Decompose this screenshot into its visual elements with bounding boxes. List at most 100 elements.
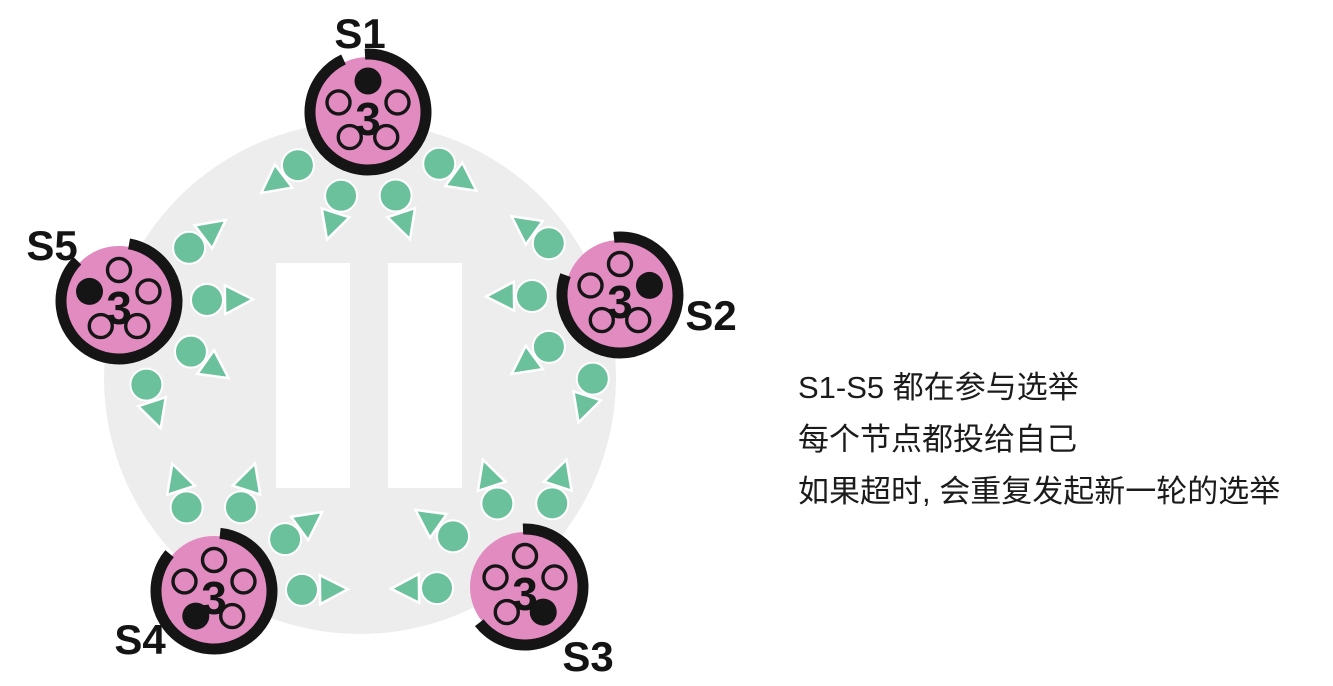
- message-ball-icon: [284, 572, 319, 607]
- message-arrowhead-icon: [571, 389, 604, 426]
- node-s5-vote-slot: [87, 312, 114, 340]
- node-s1-self-vote-dot: [354, 67, 382, 95]
- vote-request-message-s2-to-s3: [571, 361, 610, 426]
- message-arrowhead-icon: [192, 218, 228, 251]
- node-s1-vote-slot: [384, 89, 411, 116]
- message-arrowhead-icon: [413, 508, 449, 541]
- node-s4-self-vote-dot: [182, 602, 210, 630]
- message-ball-icon: [280, 148, 315, 183]
- node-s5-vote-slot: [135, 278, 162, 305]
- node-s3-timer-ring: [474, 523, 589, 651]
- message-arrowhead-icon: [388, 571, 421, 605]
- node-s4-vote-slot: [219, 602, 246, 630]
- node-s5: 3: [55, 238, 183, 365]
- pause-icon-bar-2[interactable]: [388, 263, 462, 488]
- annotation-text-block: S1-S5 都在参与选举 每个节点都投给自己 如果超时, 会重复发起新一轮的选举: [798, 362, 1280, 518]
- message-arrowhead-icon: [223, 283, 256, 317]
- node-s4-vote-slot: [200, 546, 228, 574]
- node-s3-vote-slot: [541, 564, 568, 591]
- vote-request-message-s2-to-s1: [509, 214, 566, 261]
- node-s2-vote-slot: [588, 306, 615, 334]
- message-ball-icon: [378, 178, 413, 213]
- message-ball-icon: [268, 522, 303, 557]
- node-s2: 3: [556, 231, 684, 359]
- node-s4-timer-ring: [150, 527, 278, 655]
- vote-request-message-s1-to-s5: [259, 148, 315, 195]
- annotation-line-2: 每个节点都投给自己: [798, 422, 1077, 457]
- node-s2-self-vote-dot: [635, 271, 663, 299]
- message-arrowhead-icon: [509, 214, 545, 247]
- message-ball-icon: [172, 230, 207, 265]
- node-s3-vote-slot: [493, 598, 520, 626]
- node-s4: 3: [150, 527, 278, 655]
- annotation-line-1: S1-S5 都在参与选举: [798, 370, 1079, 405]
- vote-request-message-s3-to-s1: [476, 457, 515, 521]
- vote-request-message-s4-to-s3: [284, 572, 351, 607]
- message-ball-icon: [515, 279, 550, 314]
- vote-request-message-s4-to-s1: [223, 460, 262, 525]
- pause-icon[interactable]: [276, 263, 462, 488]
- node-s3-term: 3: [512, 568, 538, 620]
- node-s2-term: 3: [607, 276, 633, 328]
- message-arrowhead-icon: [320, 206, 352, 243]
- node-s3-label: S3: [562, 633, 613, 680]
- node-s1-timer-ring: [304, 48, 432, 176]
- annotation-line-3: 如果超时, 会重复发起新一轮的选举: [798, 474, 1281, 509]
- pause-icon-bar-1[interactable]: [276, 263, 350, 488]
- node-s5-body: [64, 246, 174, 356]
- node-s3-vote-slot: [511, 542, 539, 570]
- vote-request-message-s5-to-s2: [189, 282, 256, 317]
- message-ball-icon: [324, 178, 359, 213]
- message-arrowhead-icon: [541, 456, 574, 493]
- vote-request-message-s1-to-s4: [320, 178, 359, 243]
- message-arrowhead-icon: [259, 162, 295, 195]
- node-s5-term: 3: [106, 282, 132, 334]
- node-s5-vote-slot: [124, 312, 151, 340]
- message-ball-icon: [436, 519, 471, 554]
- node-s2-body: [565, 240, 675, 350]
- message-ball-icon: [531, 226, 566, 261]
- message-arrowhead-icon: [195, 347, 231, 380]
- vote-request-message-s1-to-s3: [378, 178, 417, 242]
- node-s4-vote-slot: [171, 568, 198, 595]
- vote-request-message-s3-to-s2: [535, 456, 574, 521]
- vote-request-message-s4-to-s2: [268, 510, 325, 557]
- node-s3: 3: [470, 523, 589, 651]
- vote-request-message-s3-to-s5: [413, 508, 471, 554]
- message-ball-icon: [223, 490, 258, 525]
- node-s2-vote-slot: [606, 250, 634, 278]
- node-s1-term: 3: [355, 93, 381, 145]
- node-s1-vote-slot: [325, 89, 352, 116]
- node-s3-self-vote-dot: [529, 598, 557, 626]
- message-ball-icon: [575, 361, 610, 396]
- vote-request-message-s1-to-s2: [422, 146, 479, 193]
- message-ball-icon: [535, 486, 570, 521]
- message-ball-icon: [420, 571, 455, 606]
- node-s5-self-vote-dot: [76, 277, 104, 305]
- node-s5-vote-slot: [105, 256, 133, 284]
- message-ball-icon: [480, 486, 515, 521]
- message-ball-icon: [531, 329, 566, 364]
- vote-request-message-s2-to-s5: [483, 279, 550, 314]
- node-s5-timer-ring: [55, 238, 183, 365]
- message-arrowhead-icon: [288, 510, 325, 543]
- vote-request-message-s3-to-s4: [388, 571, 455, 606]
- node-s1-label: S1: [334, 10, 385, 57]
- message-ball-icon: [173, 334, 208, 369]
- message-arrowhead-icon: [165, 461, 198, 497]
- message-arrowhead-icon: [385, 206, 417, 242]
- message-arrowhead-icon: [135, 395, 168, 431]
- node-s5-label: S5: [26, 222, 77, 269]
- node-s2-label: S2: [685, 292, 736, 339]
- message-arrowhead-icon: [483, 279, 516, 313]
- node-s1: 3: [304, 48, 432, 176]
- message-ball-icon: [169, 490, 204, 525]
- node-s4-term: 3: [201, 572, 227, 624]
- node-s2-vote-slot: [625, 306, 652, 334]
- node-s2-vote-slot: [577, 272, 604, 299]
- node-s3-vote-slot: [482, 564, 509, 591]
- node-s1-vote-slot: [373, 123, 400, 151]
- vote-request-message-s5-to-s4: [129, 367, 168, 431]
